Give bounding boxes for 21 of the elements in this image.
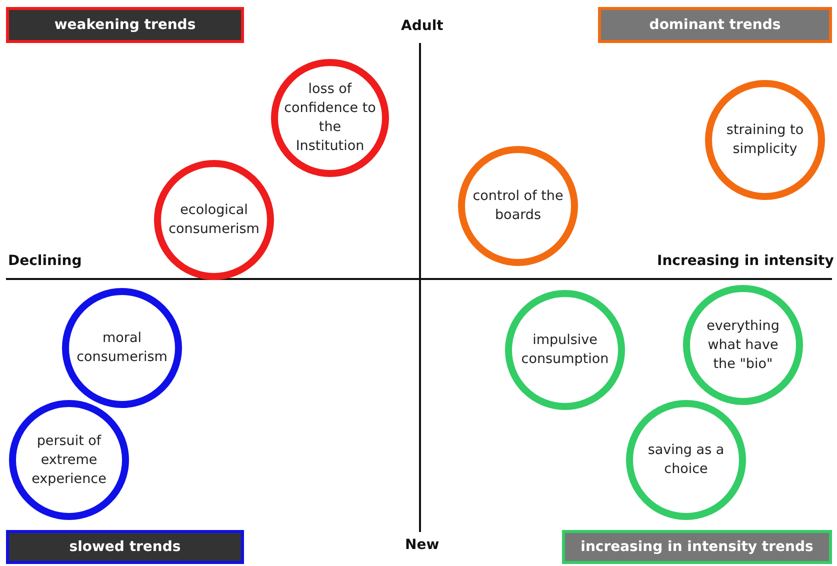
axis-label: Adult: [401, 18, 444, 34]
axis-label: New: [405, 537, 440, 553]
trend-label: control of the boards: [472, 187, 564, 225]
banner-title: dominant trends: [649, 17, 781, 33]
trend-label: loss of confidence to the Institution: [283, 80, 377, 156]
quadrant-banner: [6, 7, 244, 43]
trend-label: impulsive consumption: [520, 331, 610, 369]
banner-title: weakening trends: [54, 17, 196, 33]
trend-label: moral consumerism: [76, 329, 168, 367]
trend-label: saving as a choice: [646, 441, 726, 479]
quadrant-banner: [562, 530, 832, 564]
axis-label: Increasing in intensity: [657, 253, 834, 269]
quadrant-banner: [6, 530, 244, 564]
trend-label: everything what have the "bio": [706, 316, 780, 374]
trend-label: straining to simplicity: [725, 121, 805, 159]
quadrant-banner: [598, 7, 832, 43]
banner-title: slowed trends: [69, 539, 181, 555]
trend-label: ecological consumerism: [168, 201, 260, 239]
axis-label: Declining: [8, 253, 82, 269]
trend-label: persuit of extreme experience: [30, 432, 108, 488]
banner-title: increasing in intensity trends: [580, 539, 814, 555]
